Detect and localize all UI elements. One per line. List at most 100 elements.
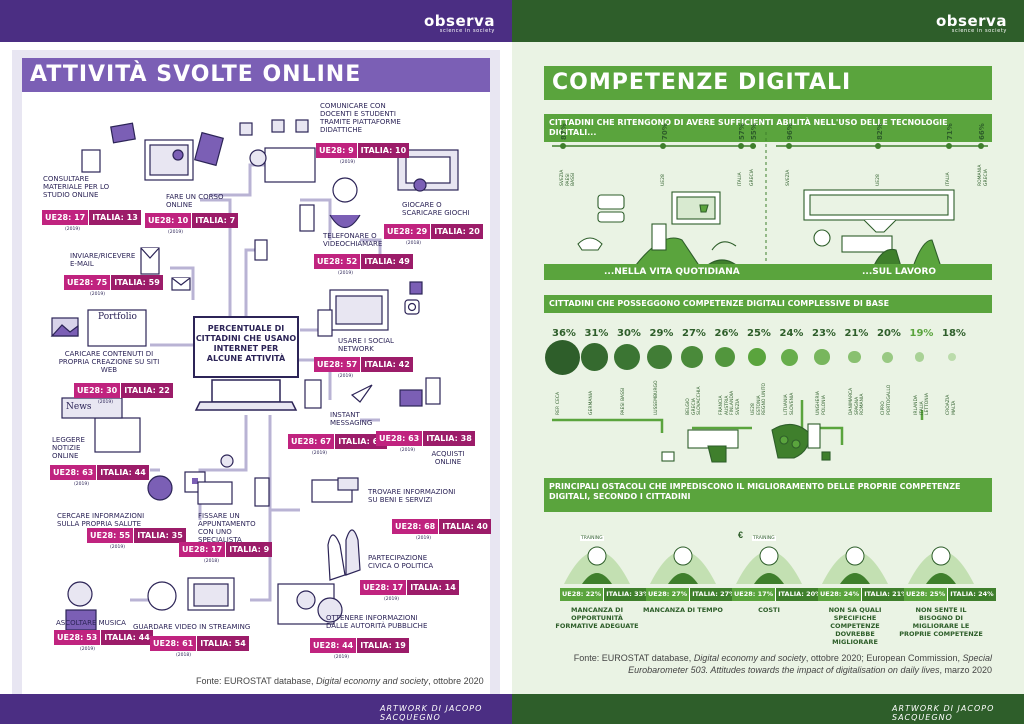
scale-pct: 57% [738,123,747,140]
scale-marker [737,143,744,149]
scale-pct: 70% [660,123,669,140]
activity-label-authorities: OTTENERE INFORMAZIONI DALLE AUTORITÀ PUB… [326,614,428,630]
scale-country: GRECIA [750,168,755,186]
euro-icon: € [738,530,744,540]
activity-year-music: (2019) [80,647,95,652]
scale-pct: 71% [946,123,954,140]
activity-year-calls: (2019) [338,271,353,276]
obstacle-illustration [650,546,716,584]
scale-marker [785,143,792,149]
scale-pct: 82% [875,123,884,140]
observa-logo-right: observa science in society [936,12,1007,34]
activity-label-appointment: FISSARE UN APPUNTAMENTO CON UNO SPECIALI… [198,512,256,544]
circle-mark [747,347,767,367]
circle-country: REP. CECA [556,391,561,415]
scale-country: UE28 [660,174,666,186]
band-work-label: ...SUL LAVORO [862,267,937,277]
training-board-label: TRAINING [580,536,604,541]
circle-mark [848,350,861,364]
left-panel: observa science in society ATTIVITÀ SVOL… [0,0,512,724]
circle-mark [614,344,640,370]
circle-country: UE28 ESTONIA REGNO UNITO [751,382,767,415]
scale-country: SVEZIA PAESI BASSI [560,169,576,186]
scale-marker [749,143,756,149]
activity-year-shopping: (2019) [400,448,415,453]
right-source: Fonte: EUROSTAT database, Digital econom… [573,653,992,675]
activity-label-health: CERCARE INFORMAZIONI SULLA PROPRIA SALUT… [57,512,145,528]
activity-year-upload: (2019) [98,400,113,405]
section-skills-header: CITTADINI CHE RITENGONO DI AVERE SUFFICI… [544,114,992,142]
obstacle-illustration [736,546,802,584]
circle-country: LITUANIA SLOVENIA [783,392,795,415]
circle-pct: 29% [649,328,674,339]
circle-mark [647,344,672,370]
scale-country: UE28 [875,174,881,186]
circle-mark [814,349,830,365]
left-bottom-bar [0,694,512,724]
activity-label-games: GIOCARE O SCARICARE GIOCHI [402,201,470,217]
portfolio-screen-text: Portfolio [98,312,137,322]
circle-country: FRANCIA AUSTRIA FINLANDIA SVEZIA [718,390,741,415]
scale-country: ROMANIA GRECIA [978,164,989,186]
obstacle-text: MANCANZA DI TEMPO [643,606,723,614]
obstacle-badge: UE28: 27%ITALIA: 27% [646,588,738,601]
scale-marker [875,143,882,149]
circle-pct: 19% [909,328,934,339]
circle-country: GERMANIA [588,390,594,415]
activity-year-news: (2019) [74,482,89,487]
scale-pct: 55% [750,123,758,140]
activity-label-goods: TROVARE INFORMAZIONI SU BENI E SERVIZI [368,488,456,504]
obstacle-text: NON SENTE IL BISOGNO DI MIGLIORARE LE PR… [899,606,983,638]
obstacle-badge: UE28: 25%ITALIA: 24% [904,588,996,601]
obstacle-badge: UE28: 24%ITALIA: 21% [818,588,910,601]
activity-year-im: (2019) [312,451,327,456]
activity-label-im: INSTANT MESSAGING [330,411,373,427]
right-title: COMPETENZE DIGITALI [552,70,852,95]
activity-year-authorities: (2019) [334,655,349,660]
activity-year-course: (2019) [168,230,183,235]
circle-mark [948,353,956,361]
left-source: Fonte: EUROSTAT database, Digital econom… [196,676,484,686]
band-daily-work: ...NELLA VITA QUOTIDIANA ...SUL LAVORO [544,264,992,280]
activity-label-music: ASCOLTARE MUSICA [56,619,126,627]
circle-pct: 30% [617,328,641,339]
activity-label-course: FARE UN CORSO ONLINE [166,193,224,209]
right-title-band: COMPETENZE DIGITALI [544,66,992,100]
circle-pct: 25% [747,328,771,339]
right-artwork-credit: ARTWORK DI JACOPO SACQUEGNO [892,704,995,722]
circle-pct: 20% [877,328,901,339]
activity-year-teachers: (2019) [340,160,355,165]
circle-country: UNGHERIA POLONIA [816,391,827,415]
circle-pct: 18% [942,328,966,339]
circle-mark [781,348,798,366]
scale-country: ITALIA [738,172,744,186]
activity-year-goods: (2019) [416,536,431,541]
right-top-bar [512,0,1024,42]
observa-logo-left: observa science in society [424,12,495,34]
scale-pct: 96% [786,123,794,140]
obstacle-text: MANCANZA DI OPPORTUNITÀ FORMATIVE ADEGUA… [555,606,639,630]
logo-tagline: science in society [439,28,495,34]
scale-marker [660,143,667,149]
activity-label-social: USARE I SOCIAL NETWORK [338,337,394,353]
band-daily-label: ...NELLA VITA QUOTIDIANA [604,267,740,277]
right-panel: observa science in society COMPETENZE DI… [512,0,1024,724]
scale-pct: 66% [978,123,986,140]
left-top-bar [0,0,512,42]
obstacle-text: NON SA QUALI SPECIFICHE COMPETENZE DOVRE… [828,606,882,646]
circle-mark [580,343,609,371]
activity-year-appointment: (2018) [204,559,219,564]
